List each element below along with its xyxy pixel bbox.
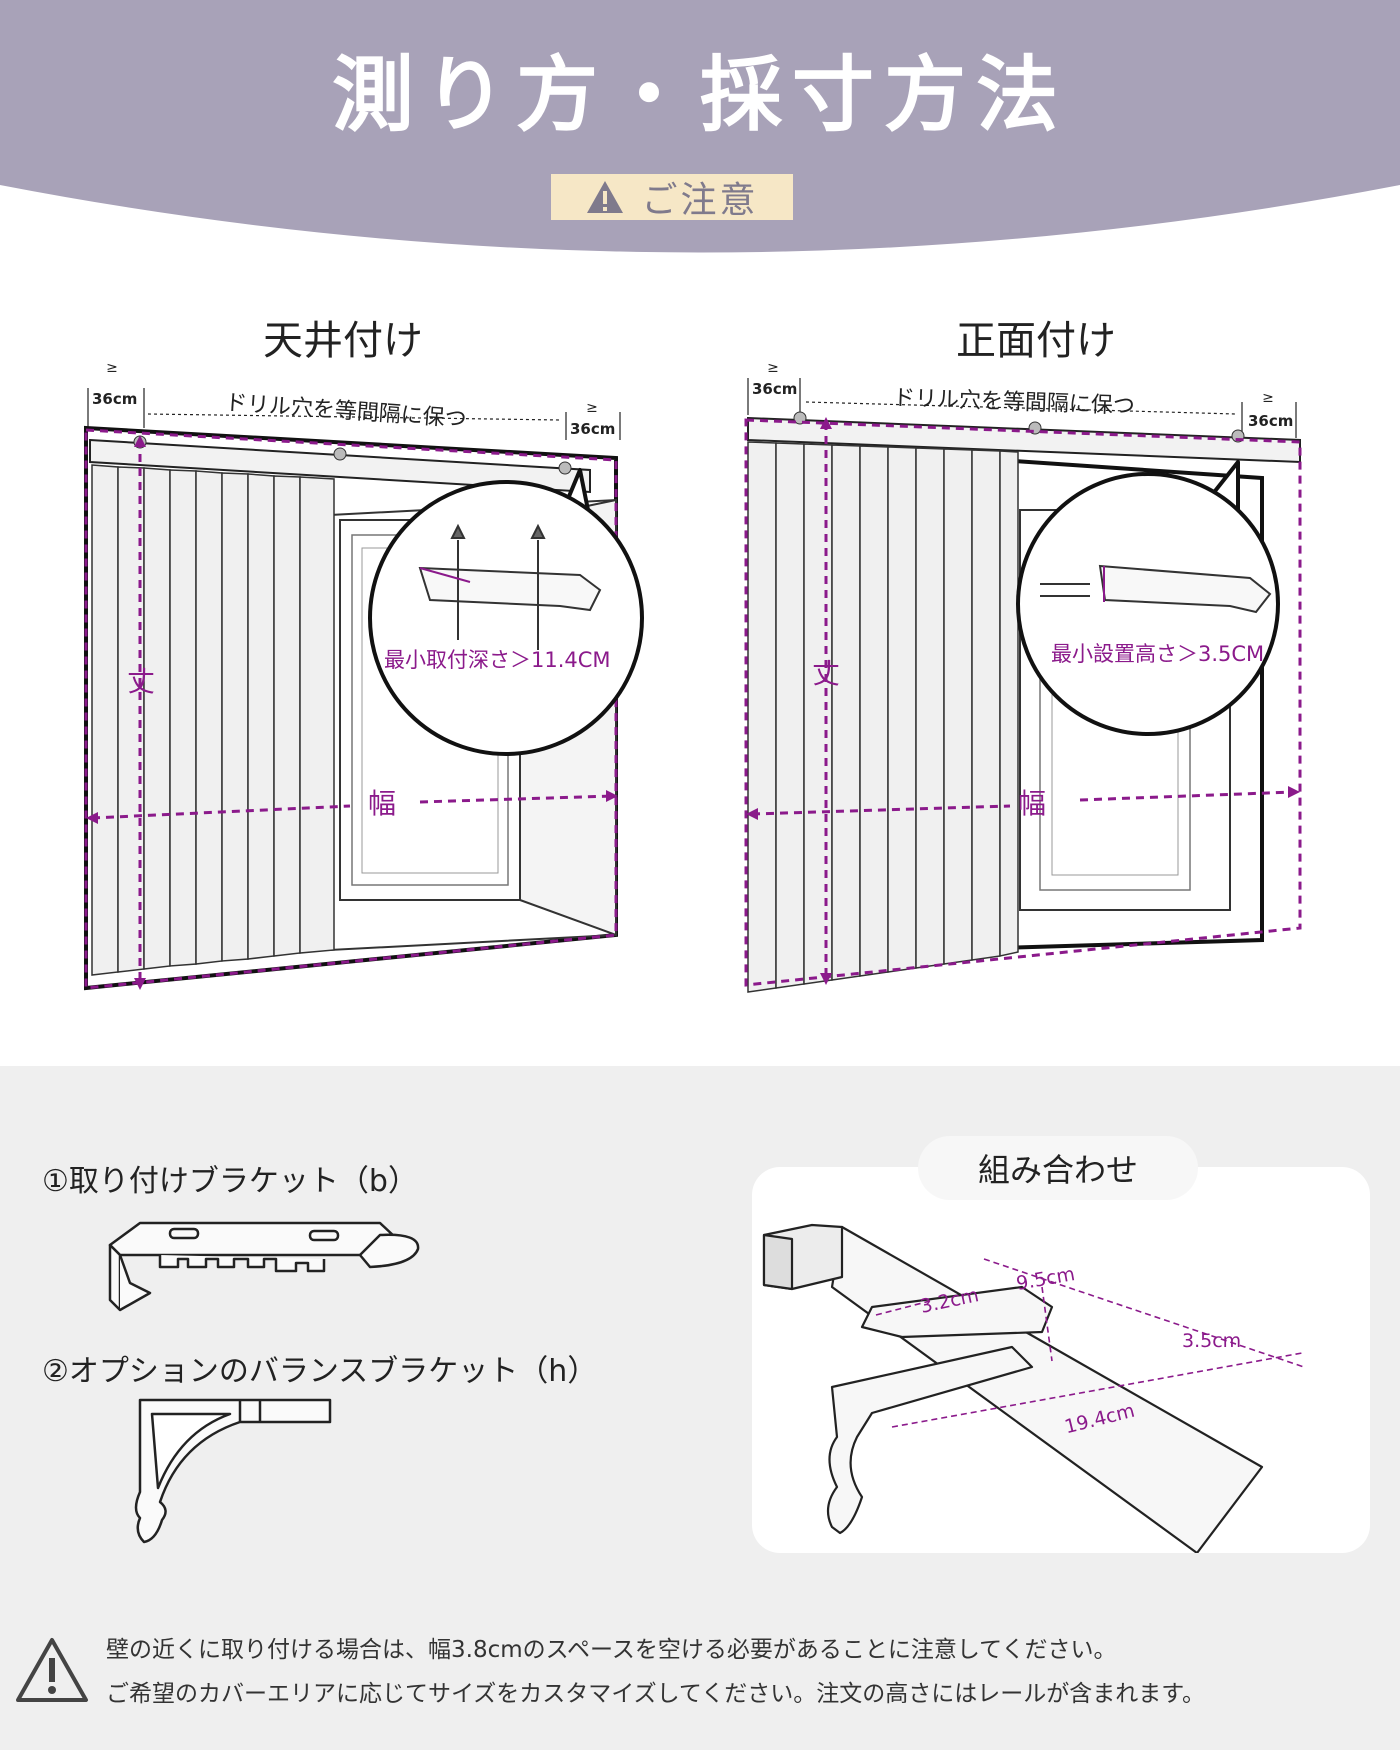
warning-icon [16, 1638, 88, 1702]
svg-text:≥: ≥ [767, 360, 779, 376]
bracket-item-2-title: ②オプションのバランスブラケット（h） [42, 1346, 597, 1390]
front-right-clearance: 36cm [1248, 412, 1294, 430]
page-title: 測り方・採寸方法 [331, 48, 1068, 143]
bracket-item-2-label: オプションのバランスブラケット（h） [68, 1354, 598, 1389]
front-height-label: 丈 [812, 657, 841, 690]
svg-text:≥: ≥ [586, 400, 598, 416]
ceiling-callout-note: 最小取付深さ＞11.4CM [384, 648, 611, 672]
front-left-clearance: 36cm [752, 380, 798, 398]
svg-text:≥: ≥ [1262, 390, 1274, 406]
combination-illustration [762, 1223, 1305, 1553]
front-mount-title: 正面付け [956, 318, 1116, 364]
combination-title: 組み合わせ [918, 1136, 1198, 1200]
valance-bracket-icon [134, 1398, 332, 1544]
front-mount-illustration: ≥ ≥ [744, 360, 1302, 993]
ceiling-height-label: 丈 [127, 665, 156, 698]
notice-badge: ご注意 [551, 174, 793, 221]
bracket-item-2-number: ② [42, 1354, 69, 1389]
header-band [0, 0, 1400, 253]
front-width-label: 幅 [1018, 787, 1047, 820]
warning-icon [587, 181, 624, 213]
footer-note-1: 壁の近くに取り付ける場合は、幅3.8cmのスペースを空ける必要があることに注意し… [106, 1637, 1117, 1663]
footer-note-2: ご希望のカバーエリアに応じてサイズをカスタマイズしてください。注文の高さにはレー… [106, 1681, 1205, 1707]
svg-text:≥: ≥ [106, 360, 118, 376]
bracket-item-1-title: ①取り付けブラケット（b） [42, 1156, 418, 1200]
combination-dim-height: 3.5cm [1182, 1330, 1242, 1352]
bracket-icon [108, 1221, 420, 1312]
ceiling-right-clearance: 36cm [570, 420, 616, 438]
ceiling-mount-title: 天井付け [263, 318, 423, 364]
ceiling-mount-illustration: ≥ ≥ [84, 360, 644, 991]
ceiling-left-clearance: 36cm [92, 390, 138, 408]
front-callout-note: 最小設置高さ＞3.5CM [1051, 642, 1265, 666]
ceiling-width-label: 幅 [368, 787, 397, 820]
bracket-item-1-number: ① [42, 1164, 69, 1199]
bracket-item-1-label: 取り付けブラケット（b） [68, 1164, 418, 1199]
notice-label: ご注意 [641, 180, 759, 221]
